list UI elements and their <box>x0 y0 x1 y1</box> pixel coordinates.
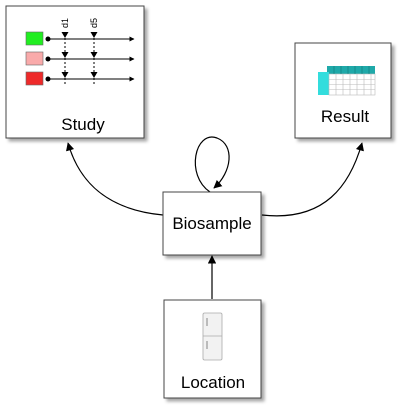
location-node[interactable]: Location <box>163 299 262 399</box>
edge-biosample-self-loop <box>194 136 230 193</box>
freezer-icon <box>202 312 223 361</box>
study-label: Study <box>61 115 105 134</box>
edges <box>66 136 364 299</box>
timeline-rows <box>45 36 135 82</box>
edge-biosample-to-study <box>66 142 164 216</box>
day-label-d1: d1 <box>60 18 70 28</box>
result-table-icon <box>318 66 376 96</box>
group-box <box>25 71 44 86</box>
result-label: Result <box>321 107 369 126</box>
edge-biosample-to-result <box>261 142 364 217</box>
study-timeline-icon: d1 d5 <box>25 18 135 86</box>
biosample-node[interactable]: Biosample <box>162 191 262 256</box>
biosample-label: Biosample <box>172 214 251 233</box>
group-box <box>25 31 44 46</box>
day-label-d5: d5 <box>89 18 99 28</box>
day-markers <box>61 32 98 86</box>
location-label: Location <box>181 373 245 392</box>
study-node[interactable]: d1 d5 Study <box>5 5 145 139</box>
group-box <box>25 51 44 66</box>
result-node[interactable]: Result <box>294 42 392 139</box>
